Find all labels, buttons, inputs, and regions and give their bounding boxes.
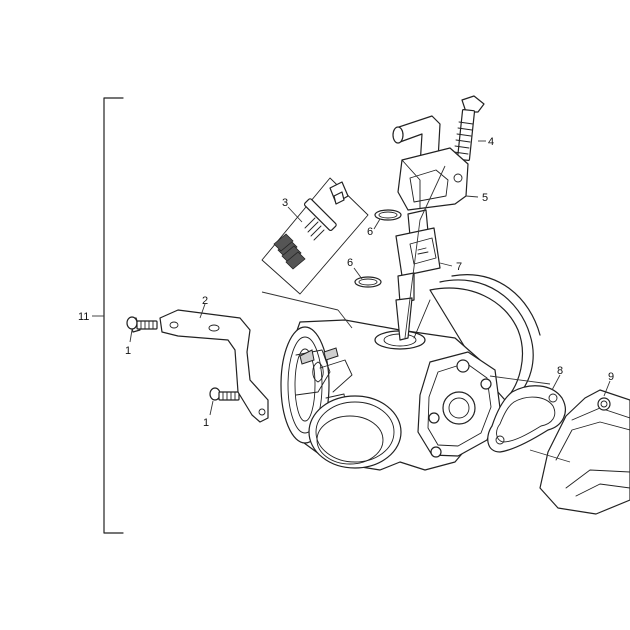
throttle-body <box>280 274 541 471</box>
callout-9: 9 <box>608 371 614 383</box>
adjuster-screw-spring-3 <box>261 177 369 295</box>
assembly-lines <box>261 165 571 463</box>
callout-1-lower: 1 <box>203 417 209 429</box>
callout-1-upper: 1 <box>125 345 131 357</box>
callout-5: 5 <box>482 192 488 204</box>
callout-8: 8 <box>557 365 563 377</box>
callout-11: 11 <box>78 311 89 323</box>
leader-lines <box>129 140 611 416</box>
callout-labels: 1 1 2 3 4 5 6 6 7 8 9 11 <box>78 136 614 429</box>
o-ring-6-lower <box>354 276 382 288</box>
callout-6-upper: 6 <box>367 226 373 238</box>
injector-7 <box>395 209 441 341</box>
bracket-2 <box>159 309 269 423</box>
callout-7: 7 <box>456 261 462 273</box>
callout-3: 3 <box>282 197 288 209</box>
screw-1-lower <box>209 387 240 401</box>
bolt-4 <box>453 95 485 161</box>
callout-6-lower: 6 <box>347 257 353 269</box>
screw-1-upper <box>126 316 158 333</box>
callout-2: 2 <box>202 295 208 307</box>
o-ring-6-upper <box>374 209 402 221</box>
gasket-8 <box>487 385 566 453</box>
hose-connector-5 <box>392 115 469 211</box>
callout-4: 4 <box>488 136 494 148</box>
intake-manifold-9 <box>539 389 630 515</box>
assembly-bracket <box>92 97 124 534</box>
